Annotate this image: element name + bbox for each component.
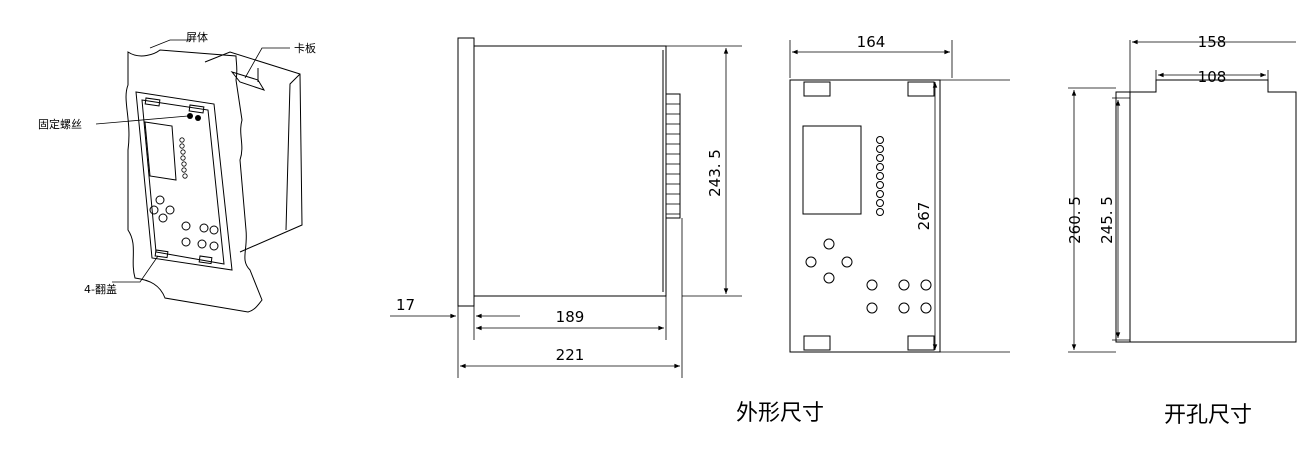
front-flange xyxy=(457,37,475,307)
device-bezel xyxy=(135,91,233,271)
dim-cutout-outer-height: 260. 5 xyxy=(1066,196,1084,244)
fixing-screw-icon xyxy=(187,113,193,119)
cutout-outline xyxy=(1115,79,1297,343)
rear-terminals xyxy=(665,93,681,219)
panel-outline xyxy=(125,49,263,313)
front-lcd xyxy=(802,125,862,215)
dim-cutout-outer-width: 158 xyxy=(1198,33,1227,51)
dim-panel-thickness: 17 xyxy=(396,296,415,314)
led-indicators xyxy=(179,137,188,179)
front-buttons xyxy=(805,238,932,314)
dim-body-height: 243. 5 xyxy=(706,149,724,197)
label-clamp-plate: 卡板 xyxy=(294,41,316,55)
dim-total-depth: 221 xyxy=(556,346,585,364)
device-body xyxy=(473,45,667,297)
label-flip-cover: 4-翻盖 xyxy=(84,282,117,296)
keypad-buttons xyxy=(149,195,219,251)
dim-front-height: 267 xyxy=(915,202,933,231)
caption-cutout-dimensions: 开孔尺寸 xyxy=(1164,403,1252,428)
caption-outline-dimensions: 外形尺寸 xyxy=(736,401,824,426)
lcd-screen xyxy=(144,121,177,181)
front-leds xyxy=(876,136,884,216)
clamp-plate xyxy=(230,71,266,91)
label-fixing-screw: 固定螺丝 xyxy=(38,117,82,131)
front-view: 164 267 xyxy=(789,33,1010,353)
dim-front-width: 164 xyxy=(857,33,886,51)
cutout-view: 158 108 260. 5 245. 5 xyxy=(1066,33,1297,353)
front-panel xyxy=(789,79,941,353)
dim-cutout-inner-height: 245. 5 xyxy=(1098,196,1116,244)
dim-cutout-inner-width: 108 xyxy=(1198,68,1227,86)
isometric-view: 屏体 卡板 固定螺丝 4-翻盖 xyxy=(38,30,316,313)
label-screen-body: 屏体 xyxy=(186,30,208,44)
side-view: 243. 5 17 189 221 xyxy=(390,37,742,378)
dim-body-depth: 189 xyxy=(556,308,585,326)
